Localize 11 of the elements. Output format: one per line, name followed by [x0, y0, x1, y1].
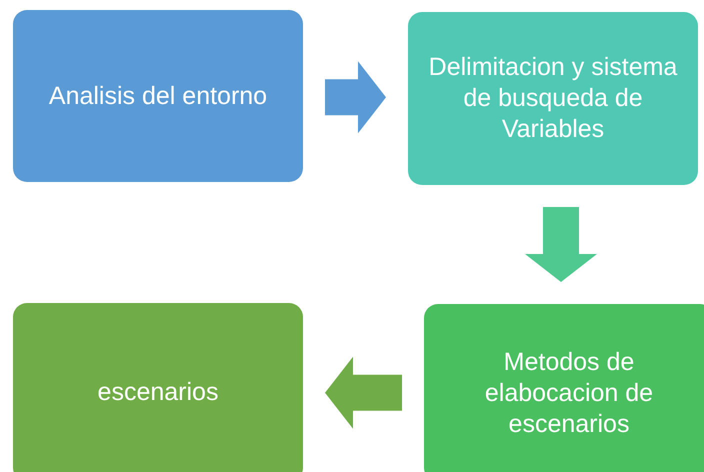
- process-box: [13, 10, 303, 182]
- process-box: [408, 12, 698, 185]
- box-text: Metodos de elabocacion de escenarios: [484, 346, 654, 440]
- block-arrow: [525, 207, 597, 282]
- process-box: [424, 304, 704, 472]
- process-box: [13, 303, 303, 472]
- box-text: Analisis del entorno: [48, 80, 268, 112]
- box-text: Delimitacion y sistema de busqueda de Variables: [428, 52, 678, 145]
- block-arrow: [325, 356, 402, 429]
- box-text: escenarios: [98, 377, 218, 408]
- block-arrow: [325, 61, 386, 134]
